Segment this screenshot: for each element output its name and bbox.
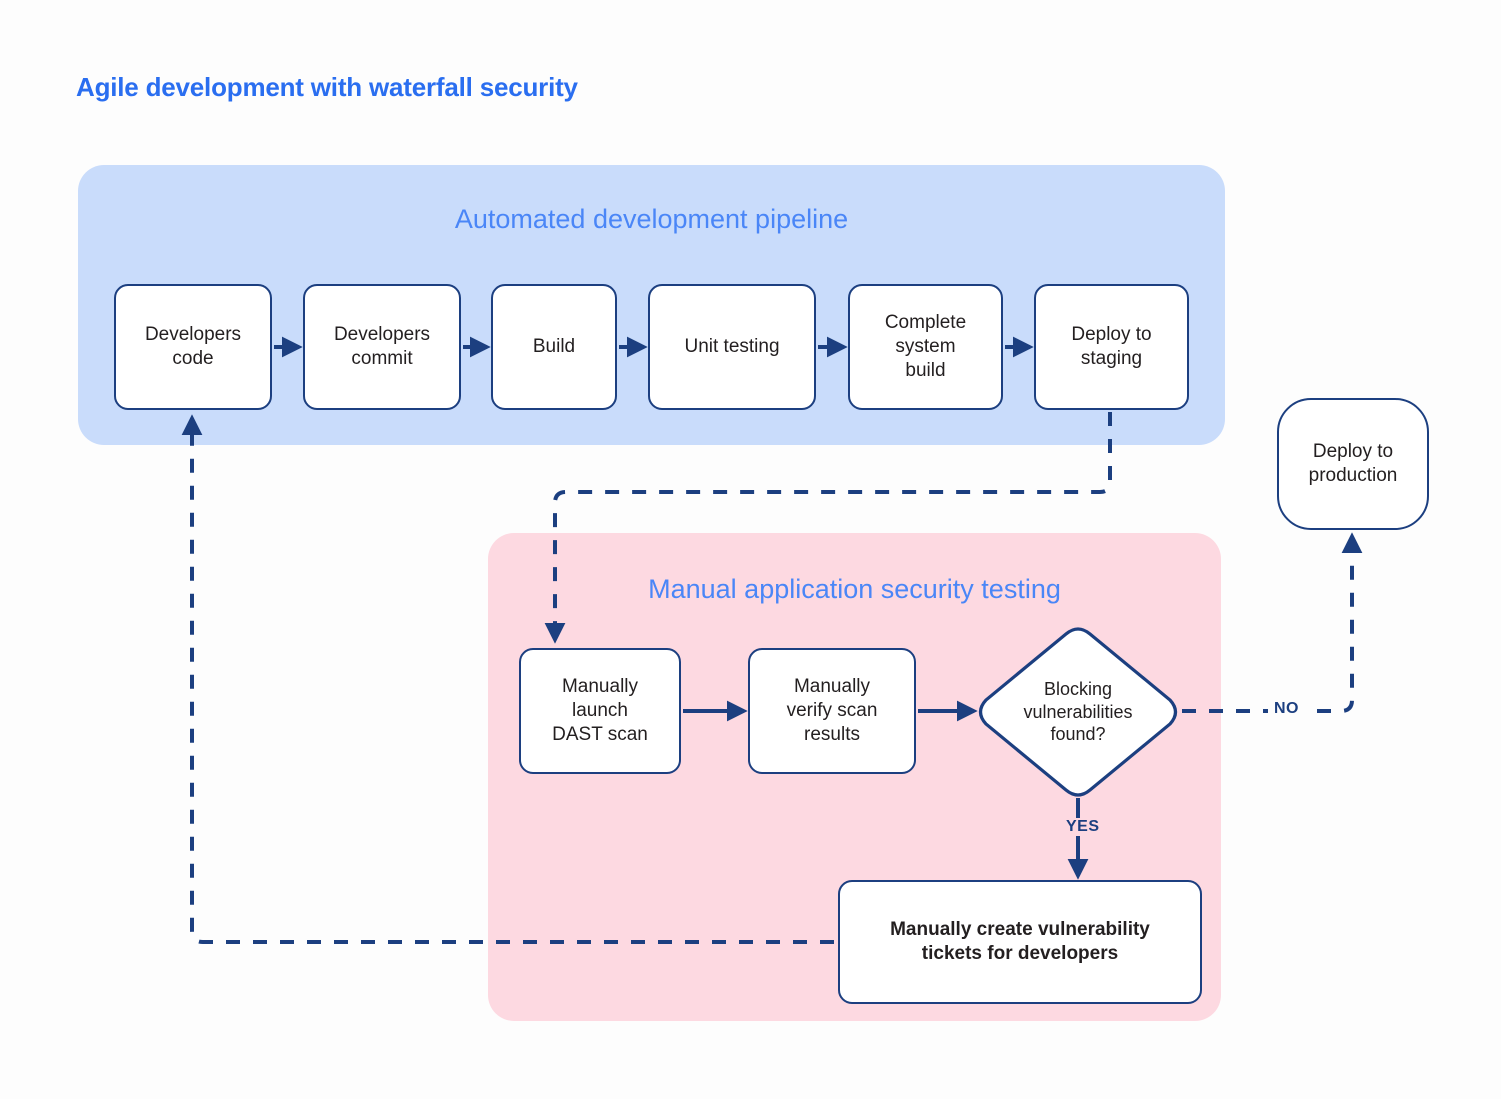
node-deploy-to-staging[interactable]: Deploy to staging: [1034, 284, 1189, 410]
node-label: Build: [532, 335, 576, 357]
node-unit-testing[interactable]: Unit testing: [648, 284, 816, 410]
node-label: Manually verify scan results: [786, 675, 878, 746]
node-label: Manually launch DAST scan: [552, 675, 648, 746]
node-label: Blocking vulnerabilities found?: [1023, 679, 1133, 745]
node-manually-verify-scan-results[interactable]: Manually verify scan results: [748, 648, 916, 774]
edge-label-yes: YES: [1060, 818, 1106, 836]
node-manually-launch-dast-scan[interactable]: Manually launch DAST scan: [519, 648, 681, 774]
node-label: Developers commit: [333, 323, 431, 369]
node-developers-code[interactable]: Developers code: [114, 284, 272, 410]
node-label: Developers code: [144, 323, 242, 369]
decision-diamond-shape: [978, 627, 1178, 797]
swimlane-title-manual-application-security-testing: Manual application security testing: [648, 574, 1061, 604]
edge-label-no: NO: [1268, 700, 1305, 718]
page-title: Agile development with waterfall securit…: [76, 72, 578, 102]
node-label: Manually create vulnerability tickets fo…: [890, 918, 1150, 964]
node-manually-create-vulnerability-tickets[interactable]: Manually create vulnerability tickets fo…: [838, 880, 1202, 1004]
node-label: Deploy to staging: [1071, 323, 1152, 369]
node-build[interactable]: Build: [491, 284, 617, 410]
node-developers-commit[interactable]: Developers commit: [303, 284, 461, 410]
node-deploy-to-production[interactable]: Deploy to production: [1277, 398, 1429, 530]
node-label: Complete system build: [884, 311, 967, 382]
node-blocking-vulnerabilities-found[interactable]: Blocking vulnerabilities found?: [978, 626, 1178, 798]
node-label: Unit testing: [684, 335, 780, 357]
node-label: Deploy to production: [1308, 440, 1398, 486]
node-complete-system-build[interactable]: Complete system build: [848, 284, 1003, 410]
swimlane-title-automated-development-pipeline: Automated development pipeline: [454, 204, 849, 234]
